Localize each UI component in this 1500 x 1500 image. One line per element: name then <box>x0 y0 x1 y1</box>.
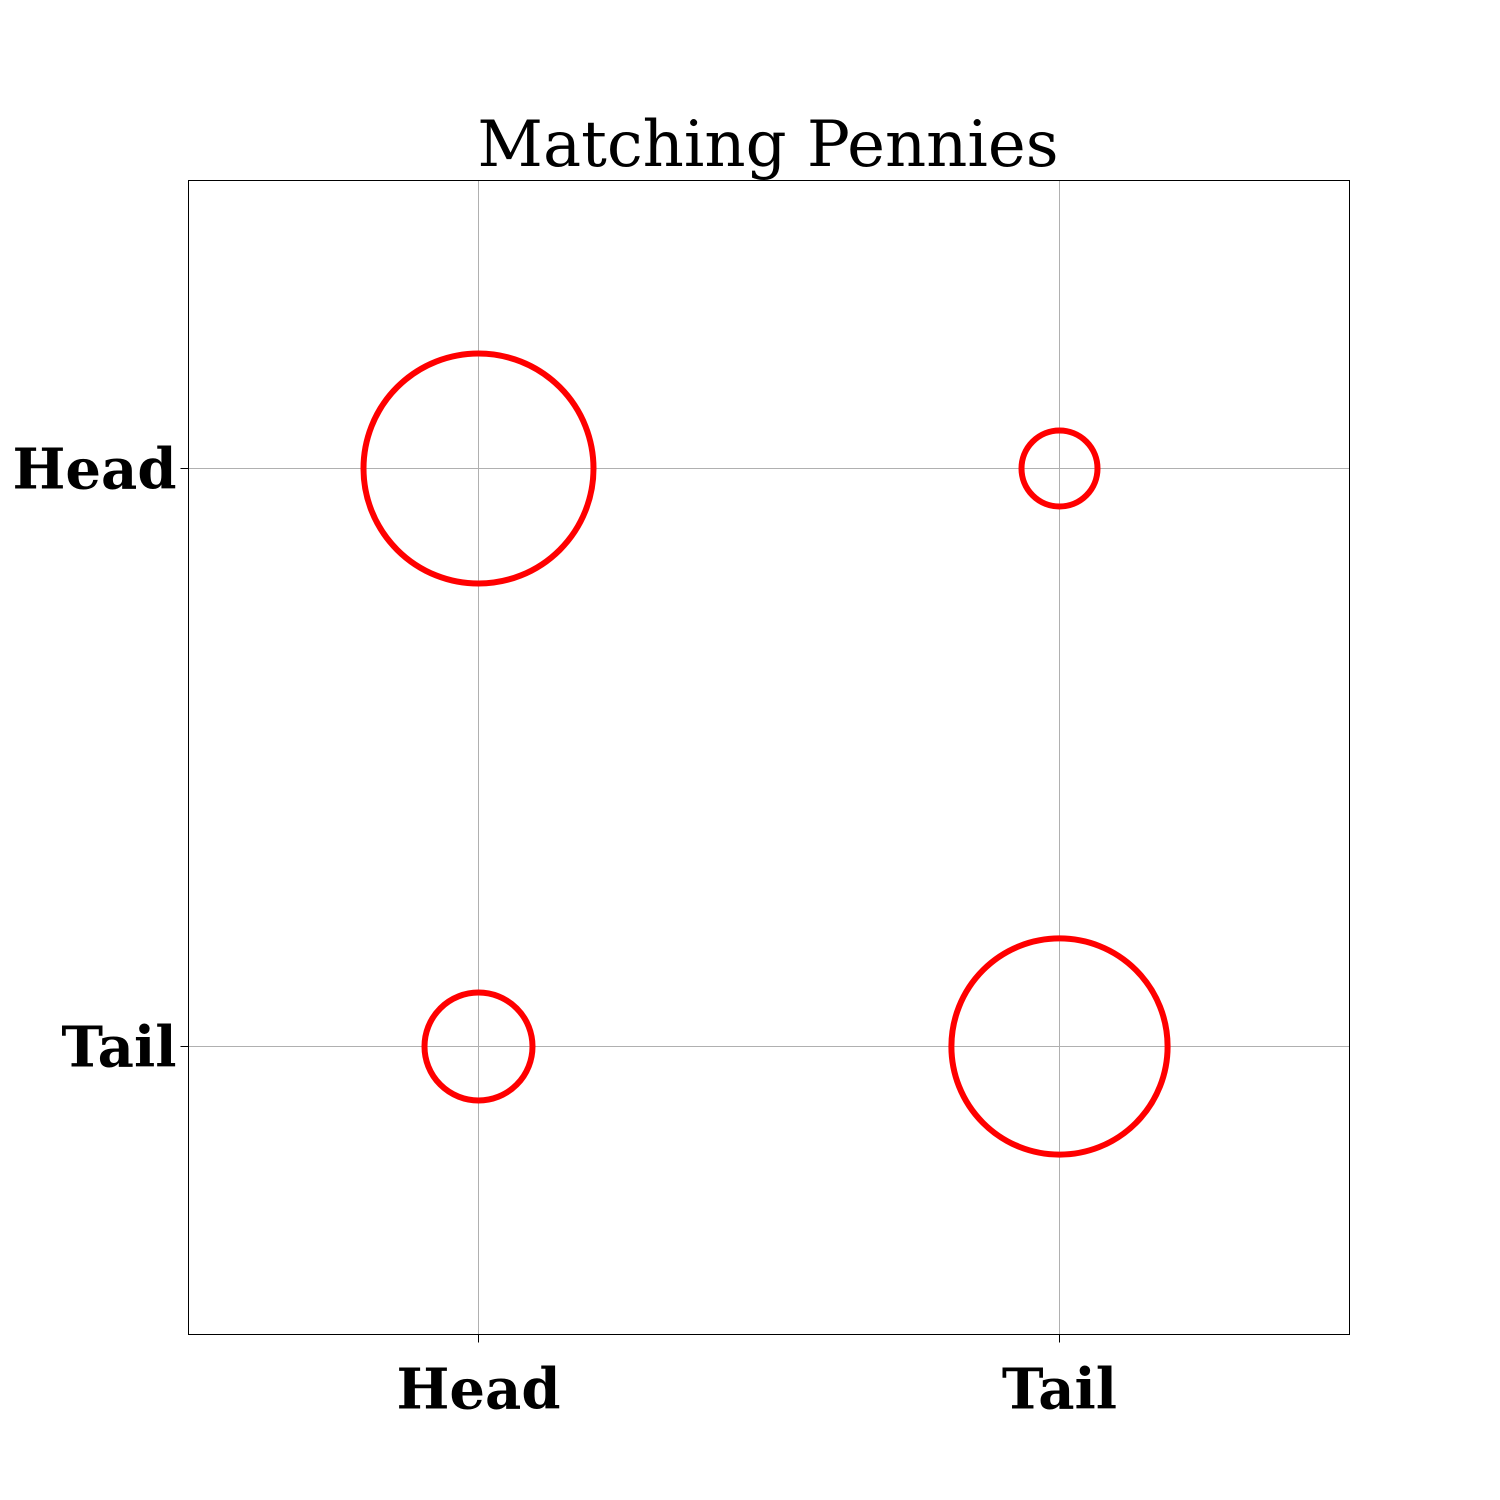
data-points <box>360 350 1171 1158</box>
x-tick-label: Head <box>397 1357 561 1423</box>
y-tick-label: Head <box>13 437 177 503</box>
chart-title: Matching Pennies <box>477 108 1058 182</box>
grid <box>188 180 1350 1335</box>
y-tick-label: Tail <box>61 1015 176 1081</box>
data-point-tail-head <box>1018 427 1101 510</box>
data-point-head-tail <box>421 989 536 1104</box>
data-point-head-head <box>360 350 597 587</box>
data-point-tail-tail <box>948 935 1171 1158</box>
plot-area-frame <box>188 180 1350 1335</box>
x-tick-label: Tail <box>1002 1357 1117 1423</box>
